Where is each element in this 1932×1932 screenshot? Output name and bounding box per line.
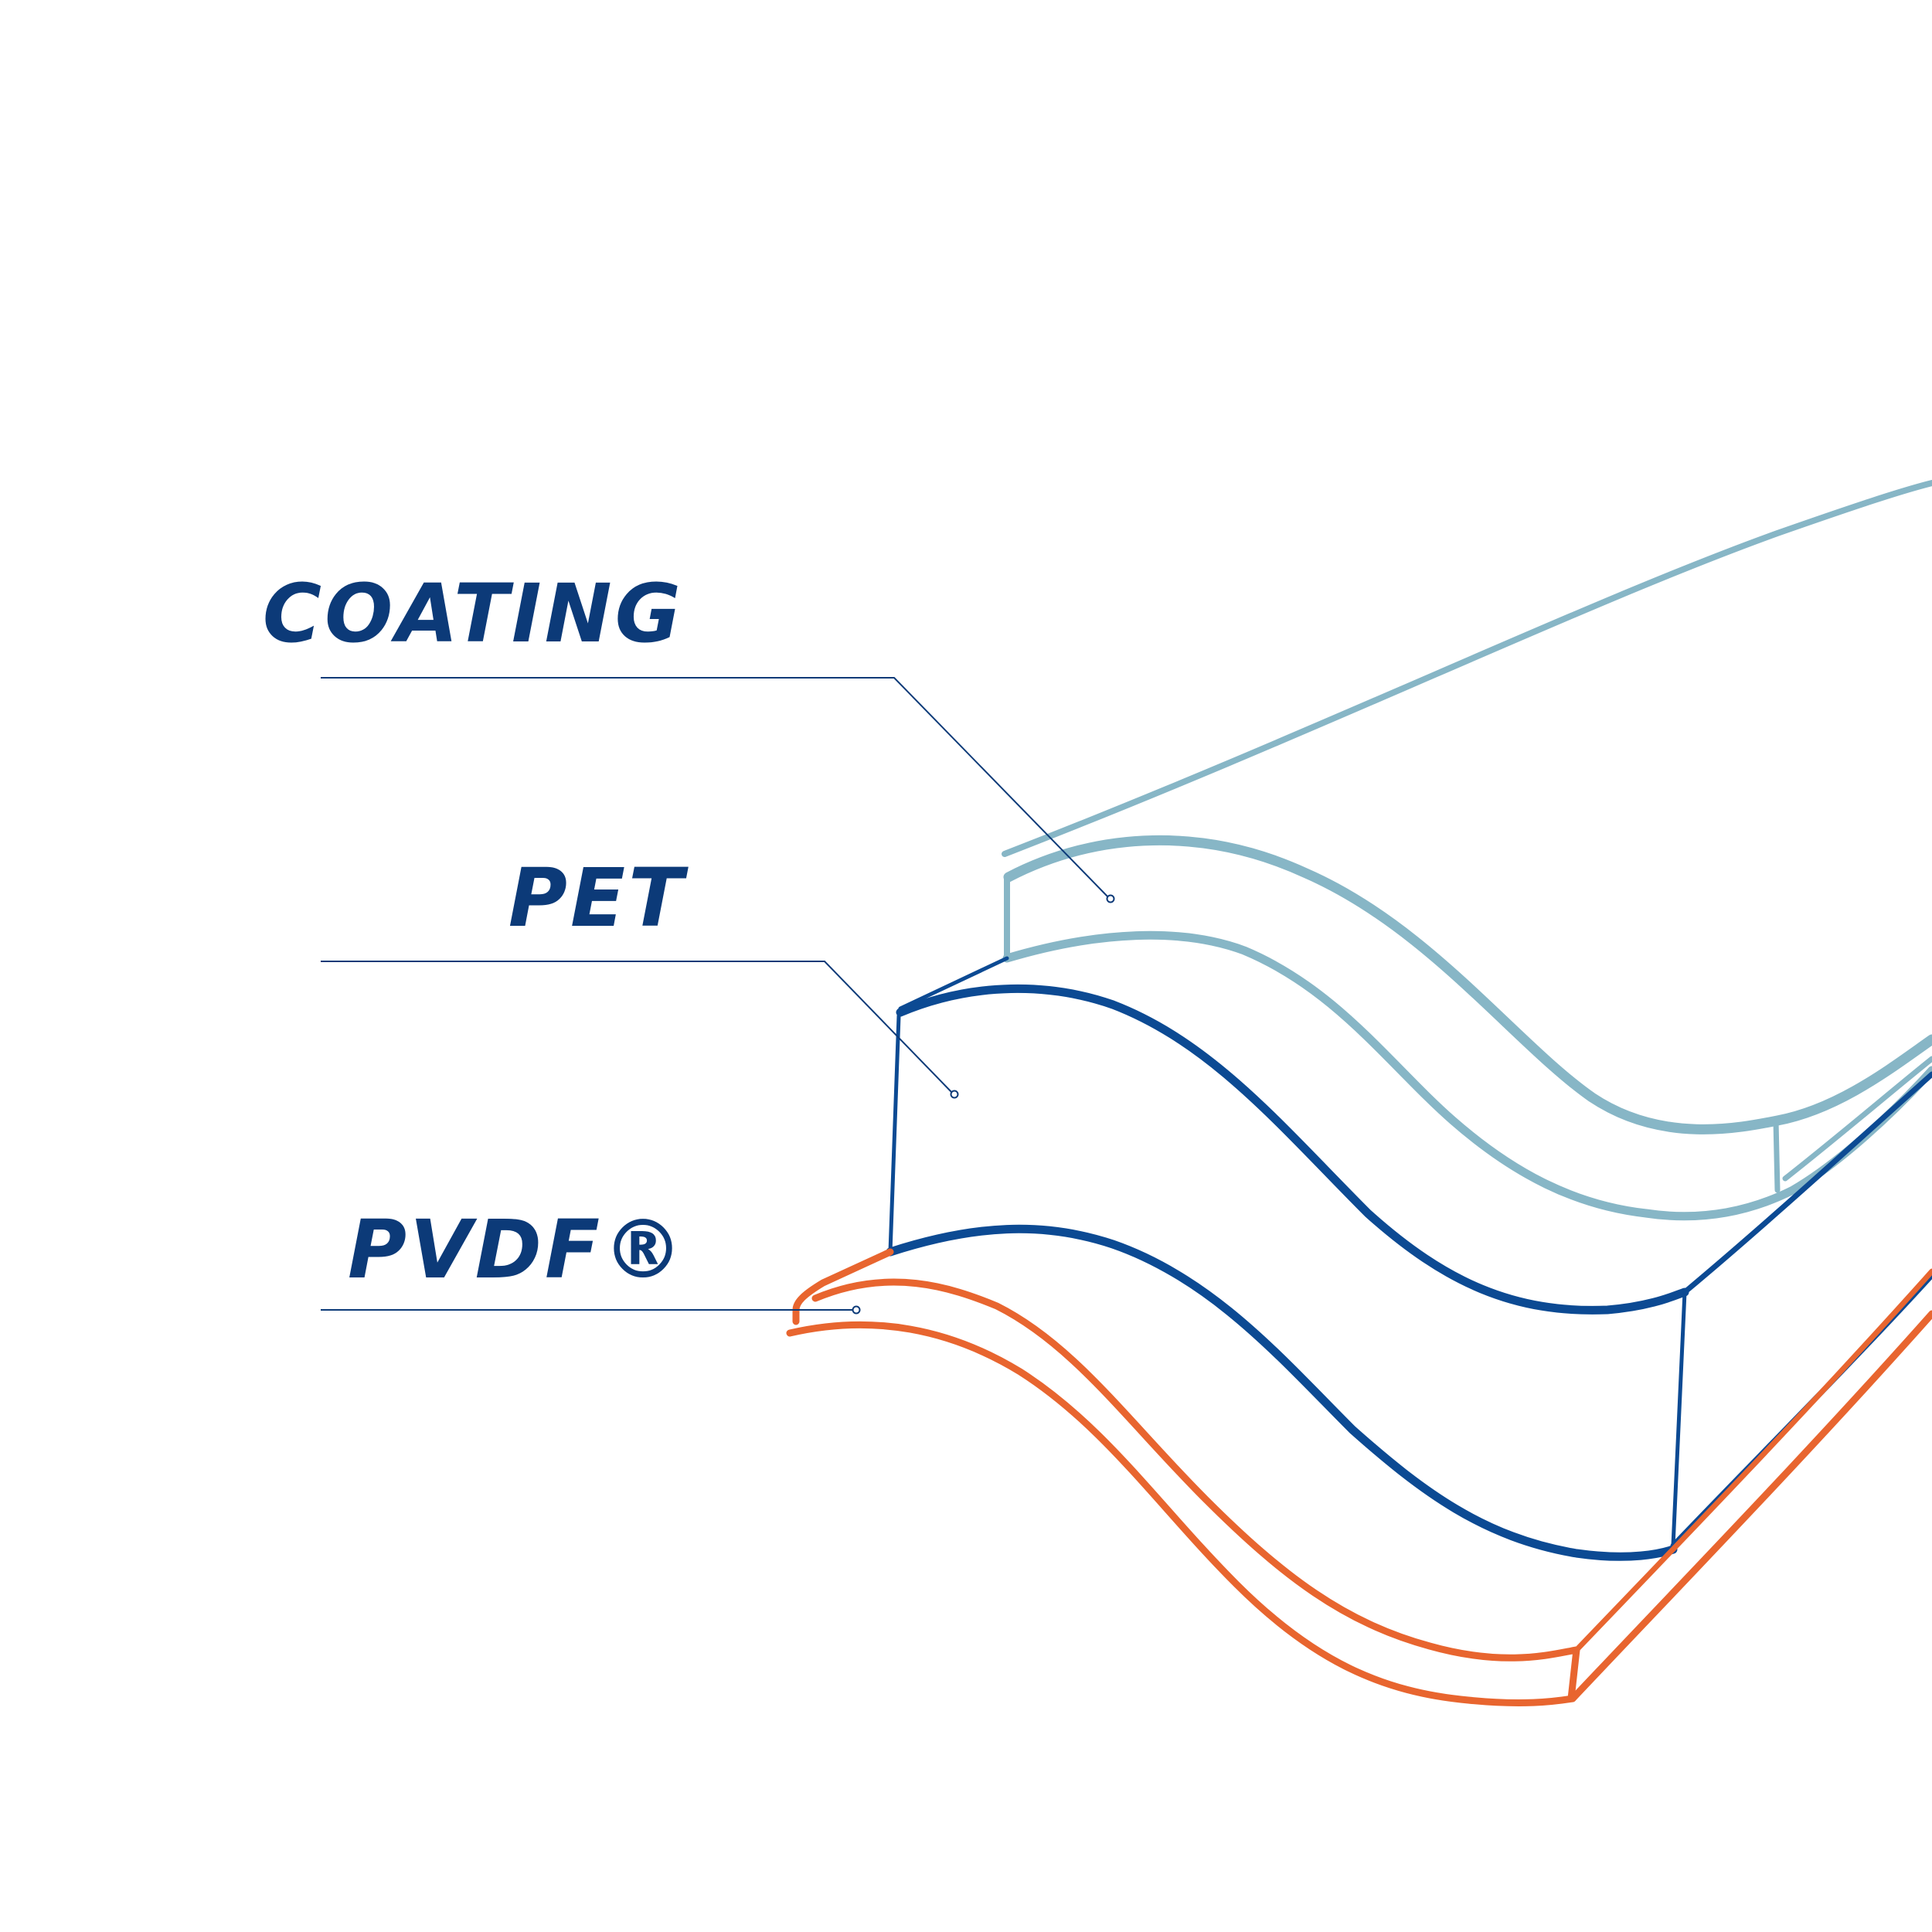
pvdf-back-edge-bottom [1569,1310,1932,1702]
pvdf-leader-dot [852,1305,861,1315]
pet-top-front-curve [896,984,1689,1315]
pet-leader-dot [950,1090,959,1099]
pvdf-bottom-front-curve [786,1321,1577,1706]
coating-layer-shape [1002,480,1932,1221]
pet-right-edge [1671,1290,1687,1548]
coating-bottom-front-curve [1002,930,1932,1221]
coating-leader-line [321,677,1110,899]
coating-label: COATING [262,566,684,661]
pvdf-label: PVDF® [347,1202,686,1297]
coating-leader-dot [1106,894,1115,903]
coating-top-front-curve [1003,835,1932,1134]
pet-left-edge [888,1014,901,1254]
leader-lines [321,677,1115,1315]
pet-leader-line [321,961,954,1094]
pvdf-layer-shape [786,1248,1932,1706]
coating-right-edge [1773,1117,1781,1193]
pvdf-back-edge-top [1573,1268,1932,1653]
pet-back-edge-top [1682,1071,1932,1295]
coating-top-back-edge [1002,480,1932,857]
pvdf-right-edge [1567,1646,1580,1702]
pvdf-top-inner-curve [811,1278,1580,1662]
pet-layer-shape [886,956,1932,1561]
pet-label: PET [508,851,686,945]
pet-bottom-front-curve [886,1224,1678,1561]
coating-right-tail [1782,1056,1932,1182]
